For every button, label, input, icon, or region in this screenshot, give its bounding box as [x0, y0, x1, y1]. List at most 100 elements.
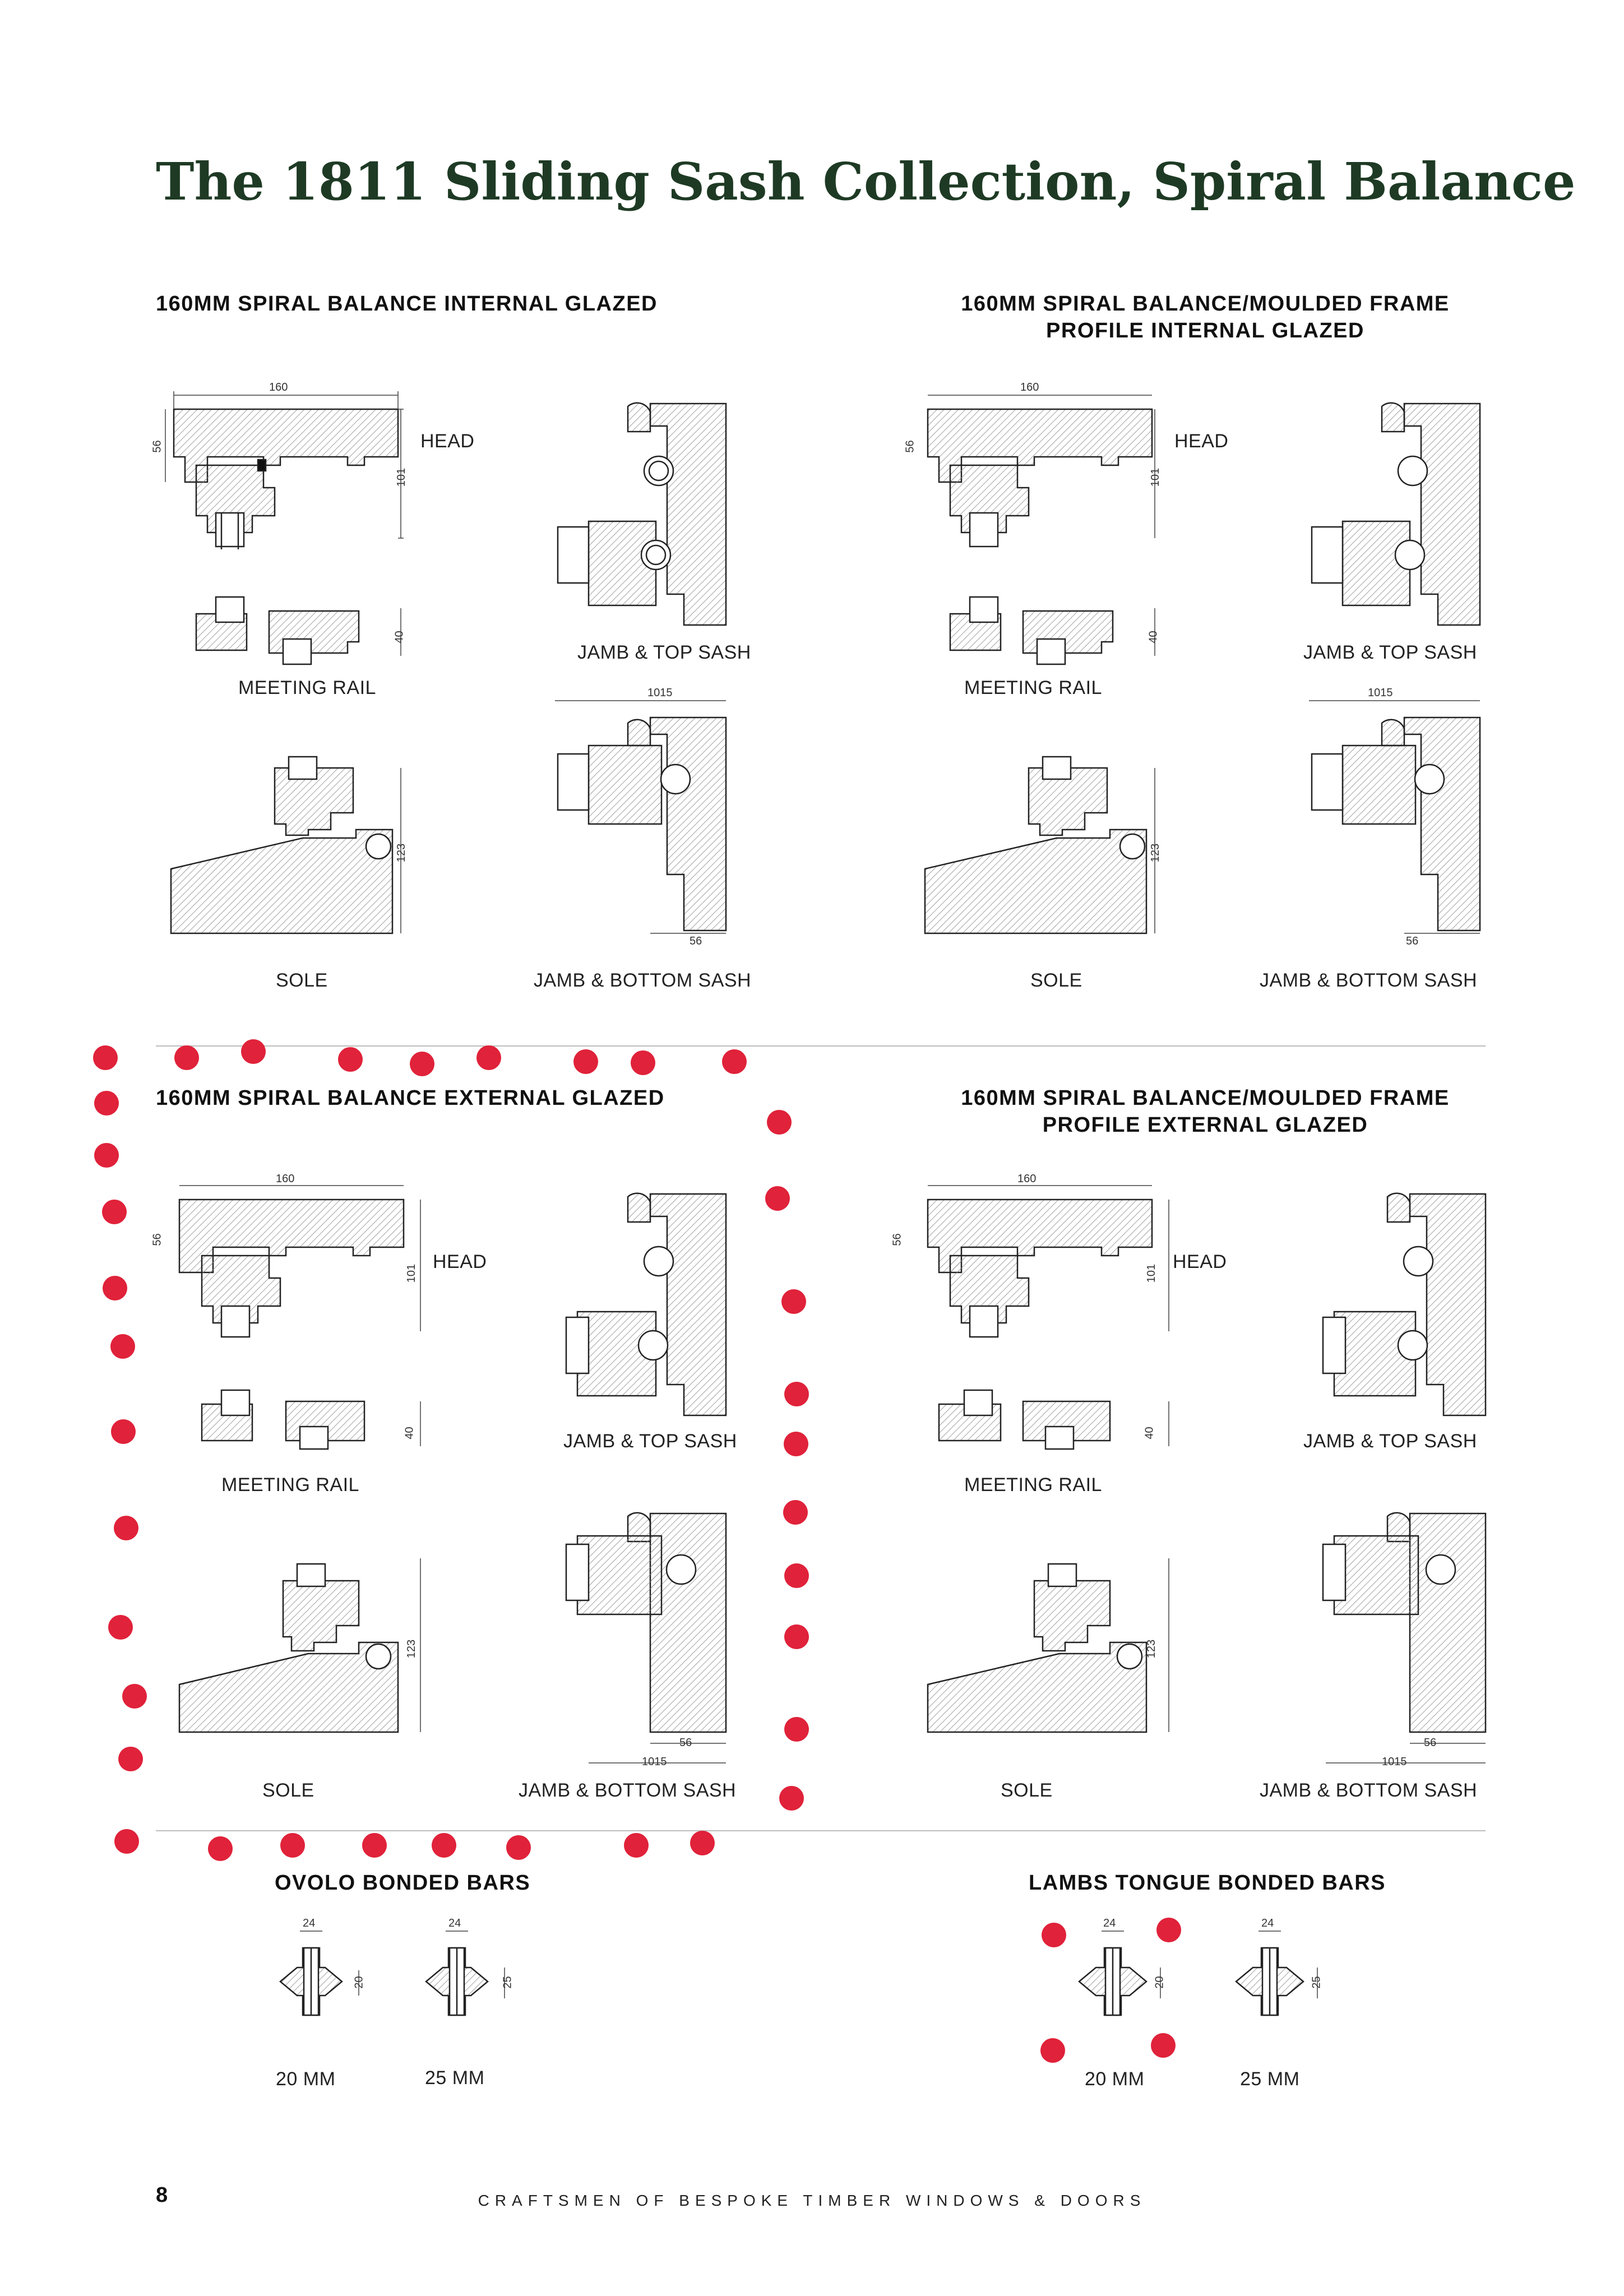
- annotation-dot: [779, 1786, 804, 1811]
- label-20mm: 20 MM: [276, 2068, 336, 2090]
- annotation-dot: [338, 1047, 363, 1072]
- dim-1015: 1015: [1382, 1756, 1407, 1768]
- label-25mm: 25 MM: [425, 2067, 485, 2089]
- annotation-dot: [93, 1045, 118, 1070]
- annotation-dot: [784, 1563, 809, 1588]
- dim-101: 101: [405, 1263, 418, 1283]
- head-profile: [173, 408, 399, 549]
- cross-section-drawings: [165, 391, 727, 934]
- annotation-dot: [362, 1833, 387, 1858]
- section-heading-ovolo-bars: OVOLO BONDED BARS: [275, 1871, 531, 1895]
- annotation-dot: [102, 1200, 127, 1224]
- annotation-dot: [114, 1829, 139, 1854]
- annotation-dot: [767, 1110, 792, 1135]
- dim-20: 20: [353, 1976, 365, 1989]
- annotation-dot: [208, 1836, 233, 1861]
- label-sole: SOLE: [276, 970, 328, 991]
- dim-40: 40: [403, 1427, 416, 1439]
- dim-56: 56: [891, 1233, 904, 1246]
- dim-24: 24: [1261, 1917, 1274, 1929]
- heading-line-1: 160MM SPIRAL BALANCE/MOULDED FRAME: [961, 1086, 1450, 1110]
- page-title: The 1811 Sliding Sash Collection, Spiral…: [156, 151, 1576, 212]
- annotation-dot: [1156, 1918, 1181, 1942]
- annotation-dot: [110, 1334, 135, 1359]
- annotation-dot: [94, 1091, 119, 1115]
- annotation-dot: [1040, 2038, 1065, 2063]
- dim-160: 160: [269, 381, 288, 394]
- annotation-dot: [103, 1276, 127, 1300]
- dim-40: 40: [1147, 631, 1160, 644]
- heading-line-2: PROFILE EXTERNAL GLAZED: [1042, 1113, 1368, 1137]
- dim-123: 123: [1149, 843, 1162, 863]
- label-jamb-top-sash: JAMB & TOP SASH: [577, 642, 751, 663]
- dim-160: 160: [276, 1173, 295, 1185]
- footer-tagline: CRAFTSMEN OF BESPOKE TIMBER WINDOWS & DO…: [478, 2192, 1146, 2209]
- dim-160: 160: [1020, 381, 1039, 394]
- jamb-top-sash-profile: [557, 402, 727, 626]
- label-sole: SOLE: [1001, 1780, 1053, 1801]
- annotation-dot: [118, 1747, 143, 1771]
- annotation-dot: [781, 1289, 806, 1314]
- section-heading-moulded-external: 160MM SPIRAL BALANCE/MOULDED FRAME PROFI…: [897, 1085, 1514, 1138]
- label-sole: SOLE: [1030, 970, 1082, 991]
- label-head: HEAD: [1174, 430, 1229, 452]
- annotation-dot: [114, 1516, 138, 1540]
- label-jamb-top-sash: JAMB & TOP SASH: [1303, 1431, 1477, 1452]
- dim-24: 24: [1103, 1917, 1116, 1929]
- annotation-dot: [765, 1186, 790, 1211]
- annotation-dot: [690, 1831, 715, 1855]
- dim-123: 123: [1145, 1639, 1158, 1659]
- dim-56: 56: [904, 440, 917, 453]
- dim-40: 40: [1143, 1427, 1156, 1439]
- dim-56-bottom: 56: [690, 935, 702, 947]
- section-heading-lambs-tongue-bars: LAMBS TONGUE BONDED BARS: [1029, 1871, 1386, 1895]
- label-jamb-top-sash: JAMB & TOP SASH: [1303, 642, 1477, 663]
- dim-56: 56: [151, 1233, 164, 1246]
- annotation-dot: [784, 1624, 809, 1649]
- label-head: HEAD: [420, 430, 475, 452]
- dim-20: 20: [1153, 1976, 1166, 1989]
- annotation-dot: [784, 1717, 809, 1742]
- bar-profiles: [1078, 1931, 1318, 2016]
- annotation-dot: [1042, 1923, 1066, 1947]
- sole-profile: [170, 756, 394, 934]
- label-head: HEAD: [1173, 1251, 1227, 1272]
- label-jamb-bottom-sash: JAMB & BOTTOM SASH: [534, 970, 752, 991]
- annotation-dot: [241, 1039, 266, 1064]
- annotation-dot: [410, 1052, 434, 1076]
- meeting-rail-profile: [195, 596, 360, 665]
- annotation-dot: [94, 1143, 119, 1168]
- dim-123: 123: [405, 1639, 418, 1659]
- jamb-bottom-sash-profile: [557, 716, 727, 932]
- section-divider: [156, 1045, 1486, 1047]
- label-jamb-bottom-sash: JAMB & BOTTOM SASH: [1260, 970, 1478, 991]
- annotation-dot: [624, 1833, 649, 1858]
- dim-101: 101: [1145, 1263, 1158, 1283]
- label-head: HEAD: [433, 1251, 487, 1272]
- annotation-dot: [784, 1432, 808, 1456]
- label-jamb-bottom-sash: JAMB & BOTTOM SASH: [519, 1780, 737, 1801]
- dim-1015: 1015: [647, 687, 673, 699]
- annotation-dot: [476, 1045, 501, 1070]
- heading-line-1: 160MM SPIRAL BALANCE/MOULDED FRAME: [961, 292, 1450, 316]
- cross-section-drawings: [924, 395, 1481, 934]
- annotation-dot: [280, 1833, 305, 1858]
- page-number: 8: [156, 2183, 168, 2207]
- dim-56-bottom: 56: [1406, 935, 1419, 947]
- label-jamb-top-sash: JAMB & TOP SASH: [563, 1431, 737, 1452]
- dim-101: 101: [1149, 467, 1162, 487]
- label-25mm: 25 MM: [1240, 2068, 1300, 2090]
- annotation-dot: [573, 1049, 598, 1074]
- dim-24: 24: [303, 1917, 316, 1929]
- section-heading-moulded-internal: 160MM SPIRAL BALANCE/MOULDED FRAME PROFI…: [897, 290, 1514, 344]
- annotation-dot: [783, 1500, 808, 1525]
- label-meeting-rail: MEETING RAIL: [238, 677, 376, 698]
- bar-profiles: [279, 1931, 505, 2016]
- annotation-dot: [108, 1615, 133, 1640]
- annotation-dot: [122, 1684, 147, 1709]
- section-heading-internal-glazed: 160MM SPIRAL BALANCE INTERNAL GLAZED: [156, 292, 658, 316]
- annotation-dot: [631, 1050, 655, 1075]
- heading-line-2: PROFILE INTERNAL GLAZED: [1046, 319, 1364, 342]
- section-heading-external-glazed: 160MM SPIRAL BALANCE EXTERNAL GLAZED: [156, 1086, 665, 1110]
- dim-123: 123: [395, 843, 408, 863]
